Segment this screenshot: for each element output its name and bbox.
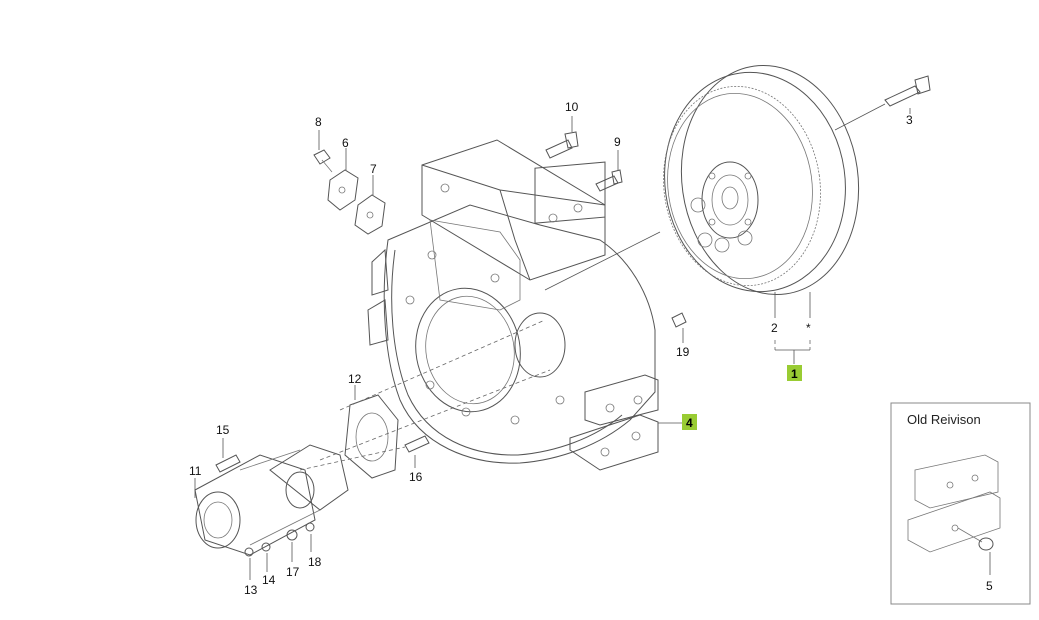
bolt-10[interactable] [545, 131, 579, 159]
label-19[interactable]: 19 [676, 345, 690, 359]
nut-13[interactable] [244, 547, 254, 557]
inset-frame [890, 402, 1031, 605]
callout-4-badge[interactable] [682, 414, 697, 430]
label-11[interactable]: 11 [189, 464, 202, 478]
callout-1-text[interactable]: 1 [791, 367, 798, 381]
cover-plate-7[interactable] [354, 194, 386, 235]
bolt-9[interactable] [595, 169, 623, 192]
bolt-15[interactable] [215, 454, 241, 473]
label-10[interactable]: 10 [565, 100, 579, 114]
flywheel-housing[interactable] [367, 139, 659, 471]
stud-16[interactable] [404, 435, 430, 453]
bolt-3[interactable] [884, 75, 931, 107]
label-13[interactable]: 13 [244, 583, 258, 597]
label-2[interactable]: 2 [771, 321, 778, 335]
inset-mounting-foot[interactable] [907, 454, 1001, 553]
old-revision-inset: Old Reivison 5 [890, 402, 1031, 605]
label-star: * [806, 321, 811, 335]
callout-1-badge[interactable] [787, 365, 802, 381]
label-8[interactable]: 8 [315, 115, 322, 129]
label-15[interactable]: 15 [216, 423, 230, 437]
label-12[interactable]: 12 [348, 372, 362, 386]
inset-title: Old Reivison [907, 412, 981, 427]
label-6[interactable]: 6 [342, 136, 349, 150]
inset-label-5[interactable]: 5 [986, 579, 993, 593]
starter-gasket[interactable] [344, 394, 399, 479]
label-9[interactable]: 9 [614, 135, 621, 149]
label-14[interactable]: 14 [262, 573, 276, 587]
callout-assembly-1[interactable]: 1 [787, 365, 802, 381]
label-16[interactable]: 16 [409, 470, 423, 484]
cover-plate-6[interactable] [327, 169, 359, 211]
label-3[interactable]: 3 [906, 113, 913, 127]
bolt-8[interactable] [313, 149, 333, 173]
washer-14[interactable] [261, 542, 271, 552]
dowel-19[interactable] [671, 312, 687, 328]
starter-motor[interactable] [194, 444, 349, 556]
part-labels: 3 8 6 7 10 9 2 * 19 12 15 11 16 13 14 17… [189, 100, 913, 597]
label-7[interactable]: 7 [370, 162, 377, 176]
callout-assembly-4[interactable]: 4 [682, 414, 697, 430]
nut-17[interactable] [286, 529, 298, 541]
label-18[interactable]: 18 [308, 555, 322, 569]
washer-18[interactable] [305, 522, 315, 532]
flywheel[interactable] [651, 54, 874, 306]
callout-4-text[interactable]: 4 [686, 416, 693, 430]
label-17[interactable]: 17 [286, 565, 300, 579]
leader-lines [194, 103, 911, 580]
inset-bolt-5[interactable] [978, 537, 994, 551]
